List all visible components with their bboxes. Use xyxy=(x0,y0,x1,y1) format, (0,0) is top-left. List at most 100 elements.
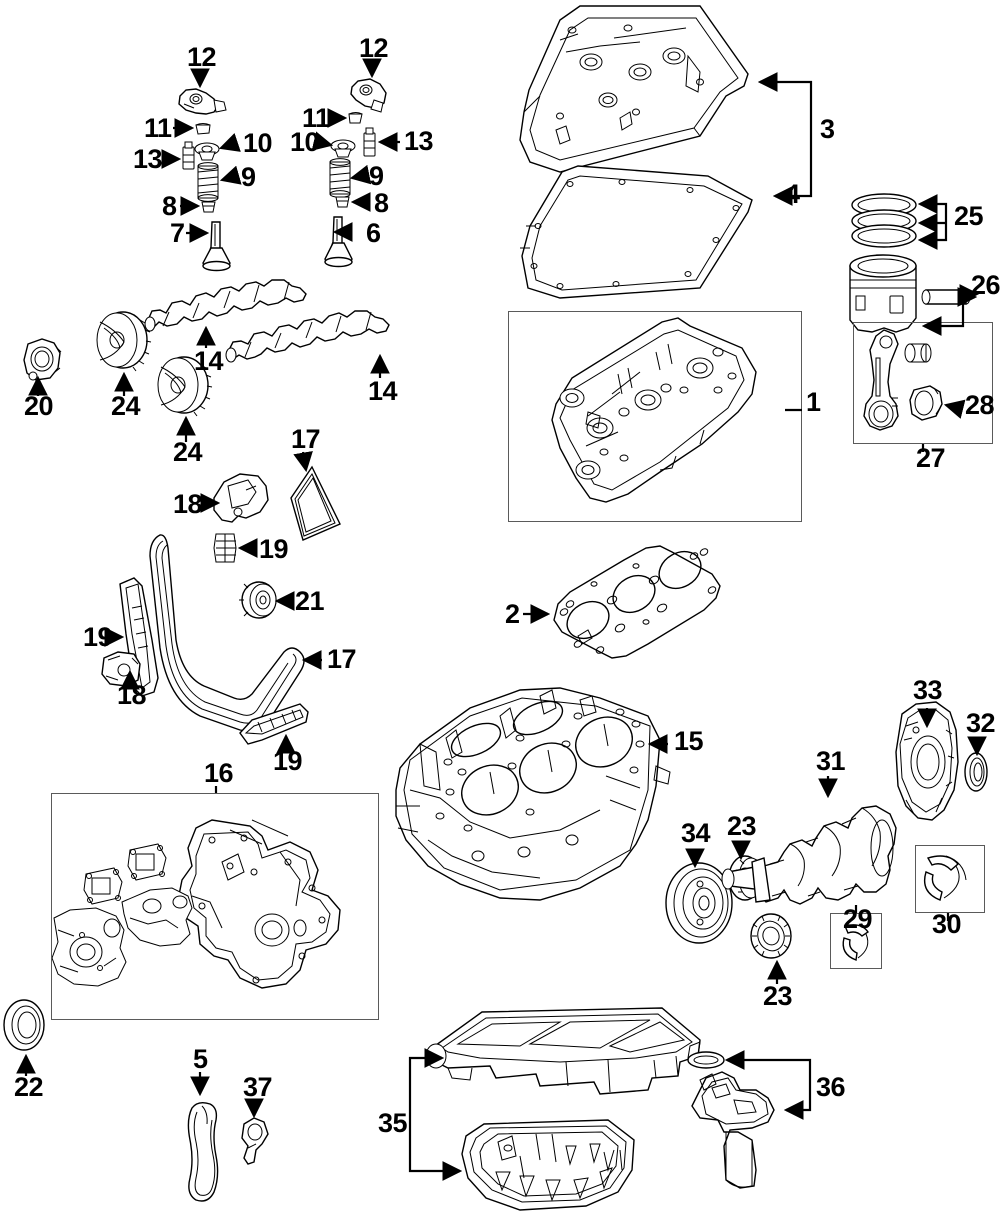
callout-7: 7 xyxy=(170,218,185,248)
exhaust-valve-icon xyxy=(202,221,231,272)
callout-37: 37 xyxy=(243,1072,273,1102)
callout-19-c: 19 xyxy=(273,746,303,776)
callout-34: 34 xyxy=(681,818,711,848)
timing-chain-lower-icon xyxy=(149,534,305,732)
callout-8-left: 8 xyxy=(162,191,177,221)
callout-2: 2 xyxy=(505,599,520,629)
callout-23-upper: 23 xyxy=(727,811,757,841)
main-bearing-box xyxy=(915,845,985,913)
hydraulic-lash-adjuster-left-icon xyxy=(182,141,195,170)
valve-lash-cap-right-icon xyxy=(348,112,363,124)
callout-12-left: 12 xyxy=(187,42,217,72)
callout-35: 35 xyxy=(378,1108,408,1138)
timing-cover-assembly-icon xyxy=(51,819,341,989)
callout-22: 22 xyxy=(14,1072,44,1102)
callout-24-left: 24 xyxy=(111,391,141,421)
rocker-arm-left-icon xyxy=(178,88,227,115)
connecting-rod-assembly-icon xyxy=(863,329,943,431)
callout-12-right: 12 xyxy=(359,33,389,63)
callout-1: 1 xyxy=(806,387,821,417)
callout-36: 36 xyxy=(816,1072,846,1102)
hydraulic-lash-adjuster-right-icon xyxy=(363,127,376,157)
rod-bearing-set-icon xyxy=(842,924,869,961)
callout-4: 4 xyxy=(785,179,800,209)
callout-32: 32 xyxy=(966,708,996,738)
piston-and-wrist-pin-icon xyxy=(849,254,971,333)
callout-11-right: 11 xyxy=(302,103,330,133)
cylinder-head-icon xyxy=(551,317,757,503)
main-bearing-set-icon xyxy=(923,855,967,901)
camshaft-left-icon xyxy=(144,279,307,332)
callout-13-left: 13 xyxy=(133,144,163,174)
valve-lash-cap-left-icon xyxy=(195,123,211,135)
valve-train-left-group xyxy=(178,88,231,272)
wrist-pin-icon xyxy=(921,289,971,305)
callout-24-right: 24 xyxy=(173,437,203,467)
crankshaft-tone-ring-icon xyxy=(750,913,792,959)
valve-stem-seal-right-icon xyxy=(335,196,350,208)
callout-19-b: 19 xyxy=(83,622,113,652)
vvt-sprocket-right-icon xyxy=(157,356,213,417)
rear-seal-retainer-housing-icon xyxy=(895,701,959,821)
vvt-sprocket-left-icon xyxy=(96,311,152,372)
oil-pump-drive-sprocket-icon xyxy=(241,1117,269,1165)
callout-3: 3 xyxy=(820,114,835,144)
callout-25: 25 xyxy=(954,201,984,231)
callout-31: 31 xyxy=(816,746,846,776)
callout-5: 5 xyxy=(193,1044,208,1074)
callout-23-lower: 23 xyxy=(763,981,793,1011)
oil-pan-upper-icon xyxy=(425,1007,701,1095)
callout-18-upper: 18 xyxy=(173,489,203,519)
callout-28: 28 xyxy=(965,390,995,420)
connecting-rod-box xyxy=(853,322,993,444)
callout-26: 26 xyxy=(971,270,1000,300)
callout-14-left: 14 xyxy=(194,346,224,376)
valve-cover-icon xyxy=(519,5,749,173)
callout-10-right: 10 xyxy=(290,127,320,157)
callout-6: 6 xyxy=(366,218,381,248)
callout-18-lower: 18 xyxy=(117,680,147,710)
chain-idler-sprocket-icon xyxy=(239,581,277,619)
callout-21: 21 xyxy=(295,586,325,616)
callout-15: 15 xyxy=(674,726,704,756)
rod-bearing-box xyxy=(830,913,882,969)
camshaft-right-icon xyxy=(225,310,390,363)
piston-ring-set-icon xyxy=(851,193,917,248)
callout-10-left: 10 xyxy=(243,128,273,158)
valve-cover-gasket-icon xyxy=(520,165,753,299)
engine-block-icon xyxy=(395,687,671,901)
front-crankshaft-seal-icon xyxy=(3,999,45,1051)
valve-stem-seal-left-icon xyxy=(201,201,216,213)
callout-11-left: 11 xyxy=(144,113,172,143)
crankshaft-icon xyxy=(721,805,897,905)
valve-spring-right-icon xyxy=(329,158,351,198)
cylinder-head-gasket-icon xyxy=(553,545,721,659)
timing-chain-upper-icon xyxy=(290,465,341,541)
rocker-arm-right-icon xyxy=(350,78,387,113)
callout-27: 27 xyxy=(916,443,946,473)
oil-pan-lower-icon xyxy=(461,1119,635,1211)
callout-9-left: 9 xyxy=(241,162,256,192)
cylinder-head-box xyxy=(508,311,802,522)
callout-33: 33 xyxy=(913,675,943,705)
valve-spring-retainer-right-icon xyxy=(330,139,356,158)
rear-main-seal-icon xyxy=(964,752,988,792)
chain-tensioner-upper-icon xyxy=(213,473,269,523)
callout-8-right: 8 xyxy=(374,188,389,218)
callout-13-right: 13 xyxy=(404,126,434,156)
crankshaft-pulley-damper-icon xyxy=(665,862,733,944)
intake-valve-icon xyxy=(324,216,353,268)
chain-guide-a-icon xyxy=(213,533,237,563)
valve-spring-retainer-left-icon xyxy=(194,142,220,161)
callout-16: 16 xyxy=(204,758,234,788)
callout-29: 29 xyxy=(843,904,873,934)
chain-guide-c-icon xyxy=(239,703,309,745)
timing-cover-box xyxy=(51,793,379,1020)
callout-9-right: 9 xyxy=(369,161,384,191)
oil-pump-chain-icon xyxy=(187,1101,219,1202)
valve-train-right-group xyxy=(324,78,387,268)
callout-17-upper: 17 xyxy=(291,424,321,454)
callout-14-right: 14 xyxy=(368,376,398,406)
